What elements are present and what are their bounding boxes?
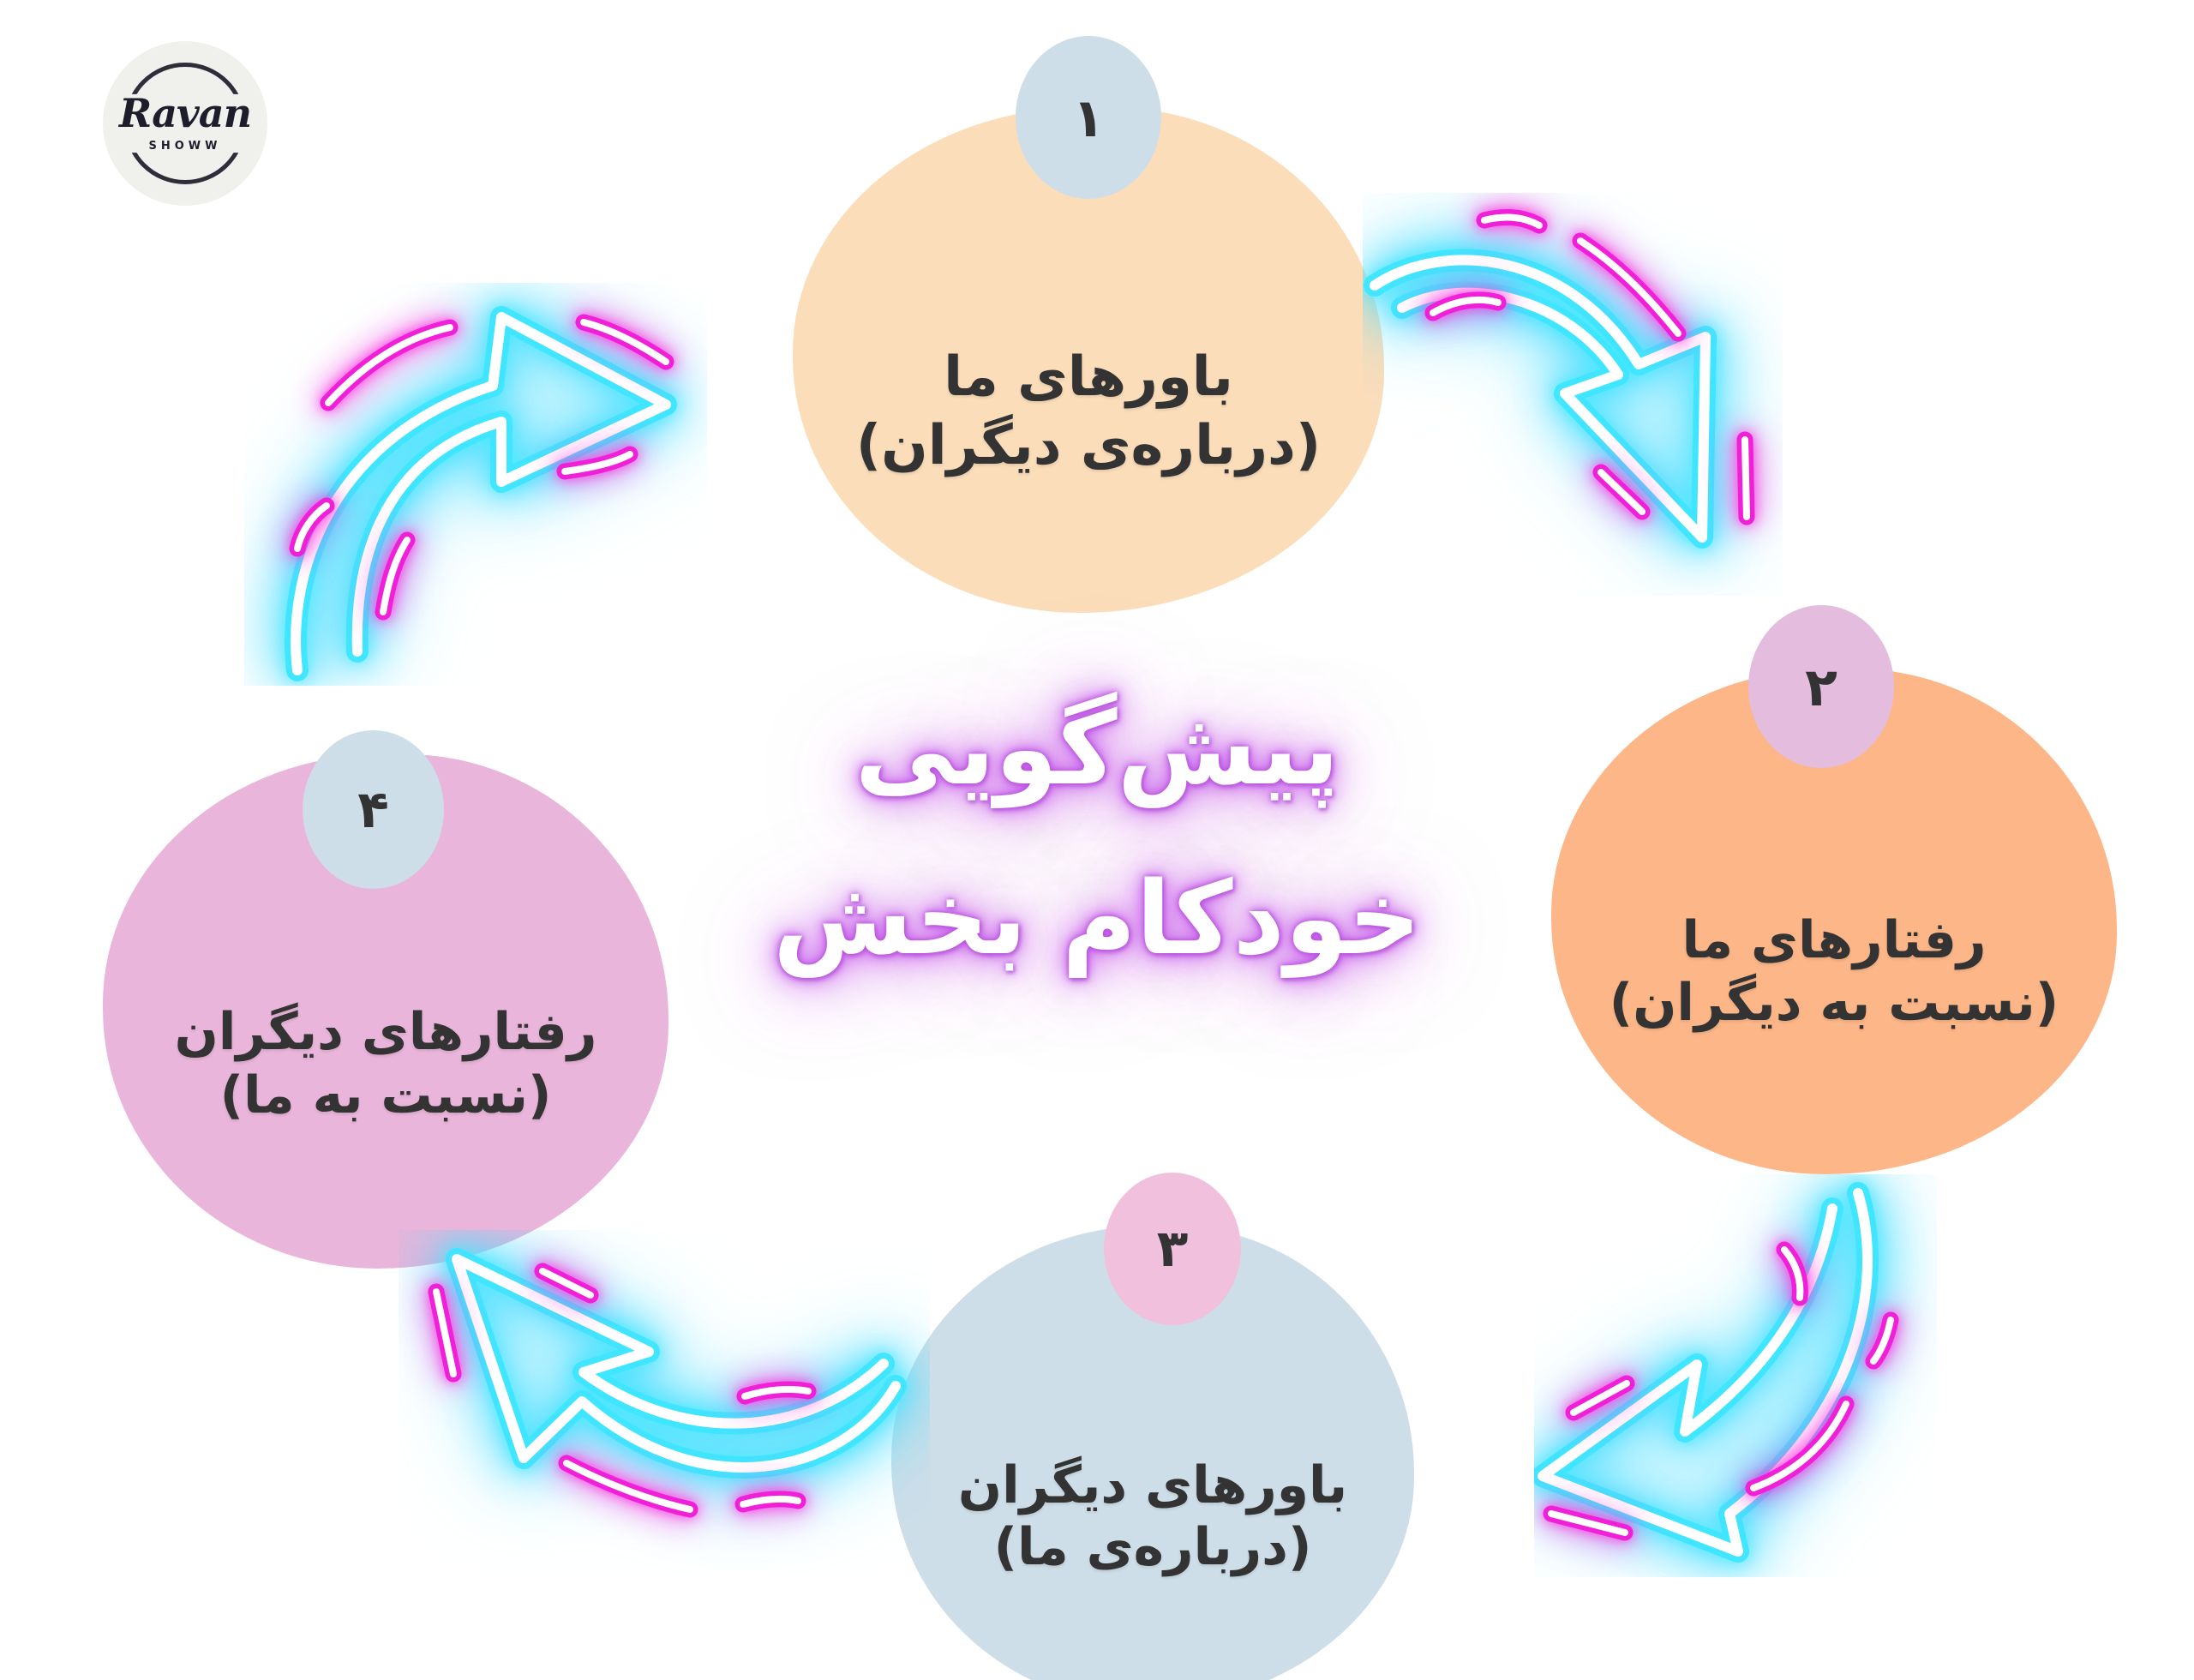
center-title-line2: خودکام بخش: [772, 858, 1422, 977]
logo-wordmark: Ravan: [118, 89, 252, 136]
logo-tagline: SHOWW: [148, 139, 222, 153]
node1-label: باورهای ما: [944, 345, 1233, 409]
node4-label: رفتارهای دیگران: [174, 1001, 597, 1062]
brand-logo: Ravan SHOWW: [103, 41, 267, 206]
node1-number: ۱: [1072, 86, 1105, 149]
node3-number: ۳: [1156, 1219, 1189, 1279]
arrow-node1-to-node2-icon: [1364, 209, 1755, 549]
arrow-node3-to-node4-icon: [428, 1248, 907, 1518]
node2-number-badge: ۲: [1748, 605, 1894, 768]
node4-number-badge: ۴: [303, 730, 444, 889]
node2-number: ۲: [1805, 655, 1837, 718]
logo-inner: Ravan SHOWW: [118, 59, 252, 188]
arrow-node4-to-node1-icon: [285, 306, 677, 681]
node3-label: باورهای دیگران: [957, 1455, 1348, 1515]
node1-number-badge: ۱: [1016, 36, 1161, 199]
node3-number-badge: ۳: [1104, 1173, 1241, 1325]
center-title: پیش‌گویی خودکام بخش: [668, 677, 1526, 990]
arrow-node2-to-node3-icon: [1534, 1182, 1899, 1563]
node4-number: ۴: [357, 779, 389, 840]
center-title-line1: پیش‌گویی: [854, 689, 1340, 807]
node2-label: رفتارهای ما: [1681, 909, 1987, 970]
